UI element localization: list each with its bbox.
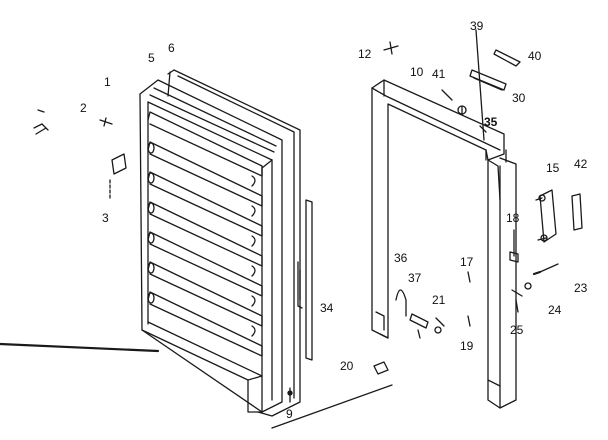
label-part-5: 5 — [148, 51, 155, 65]
part-18-hinge-pin — [509, 229, 519, 263]
label-part-37: 37 — [408, 271, 422, 285]
label-part-10: 10 — [410, 65, 424, 79]
part-36-spring — [395, 289, 407, 317]
label-part-42: 42 — [574, 157, 588, 171]
label-part-2: 2 — [80, 101, 87, 115]
label-part-17: 17 — [460, 255, 474, 269]
label-part-20: 20 — [340, 359, 354, 373]
part-labels: 1 2 3 5 6 9 10 12 15 17 18 19 20 21 23 2… — [80, 19, 588, 421]
part-42-cap — [571, 193, 583, 231]
door-rail-strip — [297, 199, 313, 361]
label-part-12: 12 — [358, 47, 372, 61]
label-part-1: 1 — [104, 75, 111, 89]
part-19-screw — [467, 315, 471, 327]
part-21-screw — [434, 317, 445, 334]
label-part-30: 30 — [512, 91, 526, 105]
stray-mark — [33, 109, 49, 135]
part-40-strip — [493, 49, 521, 67]
door-liner-panel — [139, 69, 301, 417]
label-part-36: 36 — [394, 251, 408, 265]
label-part-23: 23 — [574, 281, 588, 295]
label-part-6: 6 — [168, 41, 175, 55]
label-part-9: 9 — [286, 407, 293, 421]
door-outer-panel — [371, 79, 517, 409]
part-24-washer — [524, 282, 532, 290]
label-part-35: 35 — [484, 115, 498, 129]
part-25-bushing — [511, 289, 523, 313]
floor-line — [271, 384, 393, 429]
part-3-bracket — [109, 153, 127, 201]
label-part-24: 24 — [548, 303, 562, 317]
label-part-21: 21 — [432, 293, 446, 307]
label-part-41: 41 — [432, 67, 446, 81]
label-part-25: 25 — [510, 323, 524, 337]
label-part-34: 34 — [320, 301, 334, 315]
part-20-bumper — [373, 361, 389, 375]
label-part-15: 15 — [546, 161, 560, 175]
reference-line — [0, 342, 160, 353]
label-part-39: 39 — [470, 19, 484, 33]
label-part-19: 19 — [460, 339, 474, 353]
part-39-rod — [475, 29, 485, 141]
label-part-18: 18 — [506, 211, 520, 225]
label-part-3: 3 — [102, 211, 109, 225]
part-2-fastener — [99, 117, 113, 127]
part-23-pin — [532, 263, 559, 276]
label-part-40: 40 — [528, 49, 542, 63]
part-15-handle — [535, 189, 557, 243]
part-41-screw — [457, 105, 467, 115]
part-37-latch — [409, 313, 429, 339]
part-12-screw — [383, 41, 399, 55]
part-10-clip — [441, 89, 453, 101]
part-30-plate — [469, 69, 507, 91]
part-17-screw — [467, 271, 471, 283]
part-9-screw — [287, 387, 293, 403]
